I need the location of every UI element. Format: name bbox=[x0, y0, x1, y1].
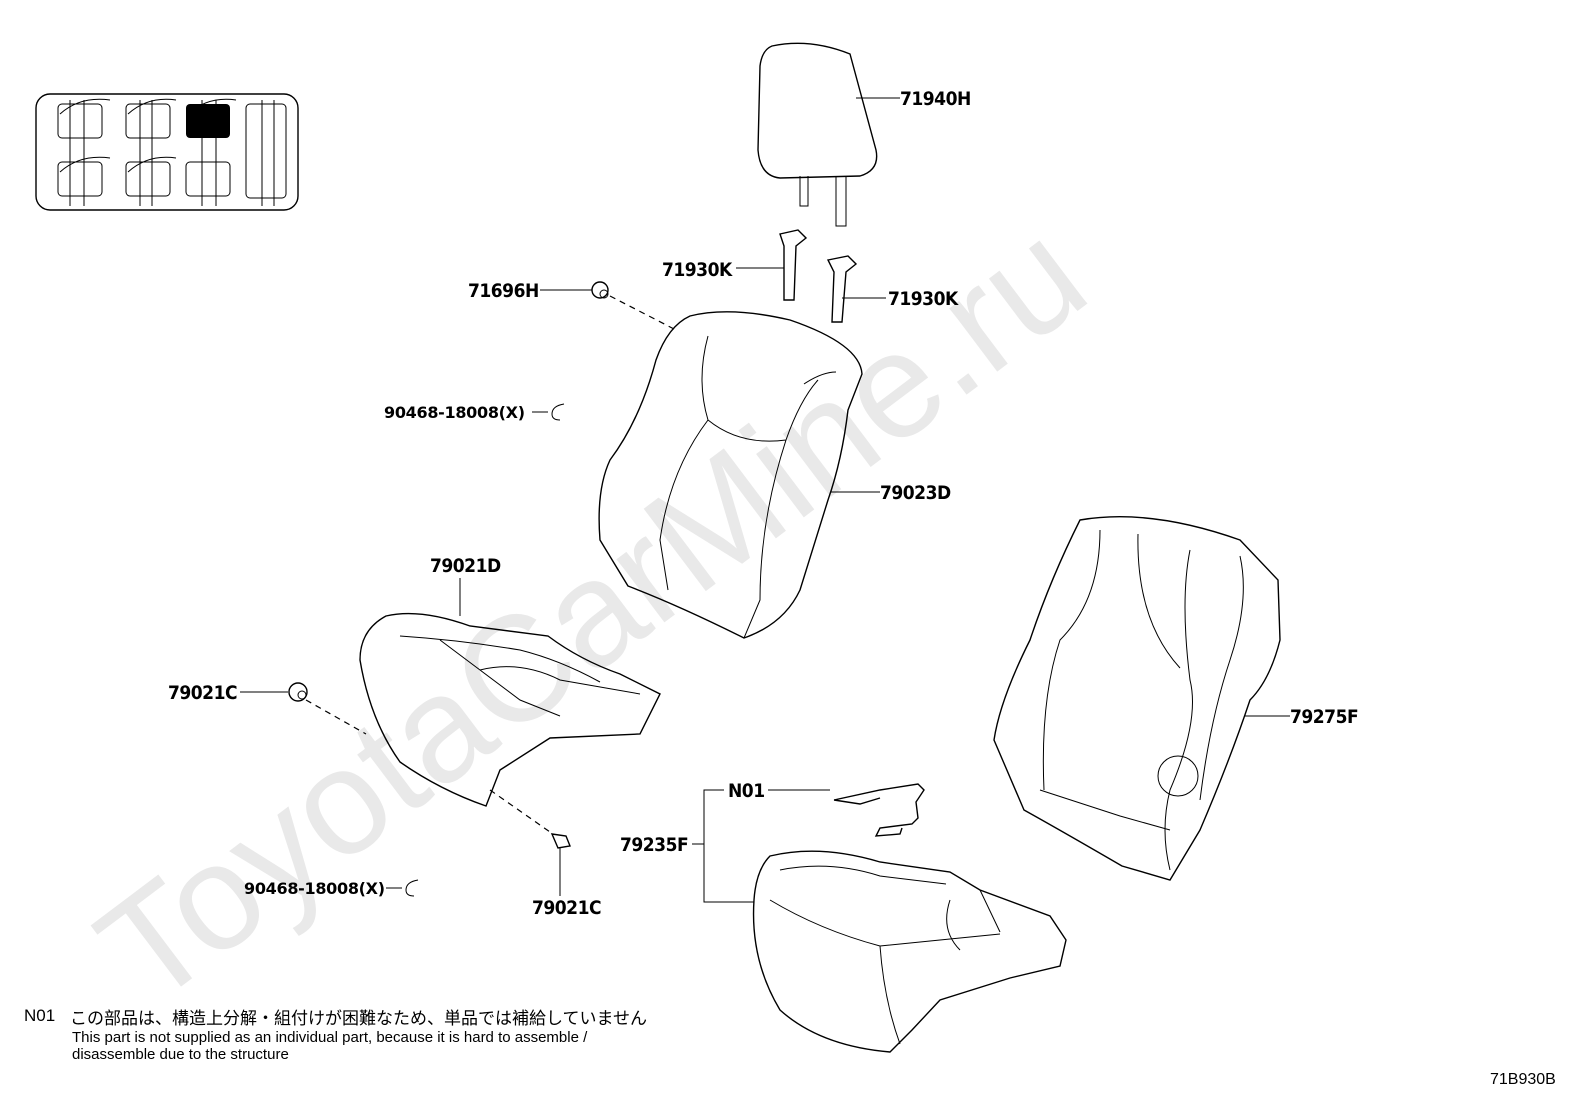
part-label-n01: N01 bbox=[728, 780, 765, 802]
part-label-79021c-left: 79021C bbox=[168, 682, 237, 704]
selected-seat-marker bbox=[186, 104, 230, 138]
drawing-number: 71B930B bbox=[1490, 1071, 1556, 1088]
part-label-71696h: 71696H bbox=[468, 280, 539, 302]
part-label-71940h: 71940H bbox=[900, 88, 971, 110]
headrest-drawing bbox=[757, 42, 878, 227]
part-label-79023d: 79023D bbox=[880, 482, 951, 504]
n01-part-drawing bbox=[833, 783, 925, 837]
part-label-79021d: 79021D bbox=[430, 555, 501, 577]
part-label-71930k-upper: 71930K bbox=[662, 259, 733, 281]
part-label-79275f: 79275F bbox=[1290, 706, 1358, 728]
part-label-90468-lower: 90468-18008(X) bbox=[244, 879, 385, 898]
seatback-cover-drawing bbox=[598, 311, 863, 639]
note-english-line1: This part is not supplied as an individu… bbox=[72, 1029, 588, 1046]
part-label-90468-upper: 90468-18008(X) bbox=[384, 403, 525, 422]
clip-bottom-drawing bbox=[550, 833, 571, 849]
cushion-pad-drawing bbox=[752, 850, 1067, 1053]
clip-left-drawing bbox=[288, 682, 308, 702]
hook-drawing bbox=[591, 281, 609, 299]
note-japanese: この部品は、構造上分解・組付けが困難なため、単品では補給していません bbox=[70, 1009, 647, 1029]
seatback-pad-drawing bbox=[993, 516, 1281, 881]
part-label-79021c-bottom: 79021C bbox=[532, 897, 601, 919]
note-english-line2: disassemble due to the structure bbox=[72, 1046, 289, 1063]
part-label-79235f: 79235F bbox=[620, 834, 688, 856]
seat-location-map bbox=[35, 93, 299, 211]
cushion-cover-drawing bbox=[359, 612, 661, 807]
headrest-support-drawing bbox=[779, 229, 858, 323]
part-label-71930k-lower: 71930K bbox=[888, 288, 959, 310]
note-code: N01 bbox=[24, 1006, 56, 1025]
